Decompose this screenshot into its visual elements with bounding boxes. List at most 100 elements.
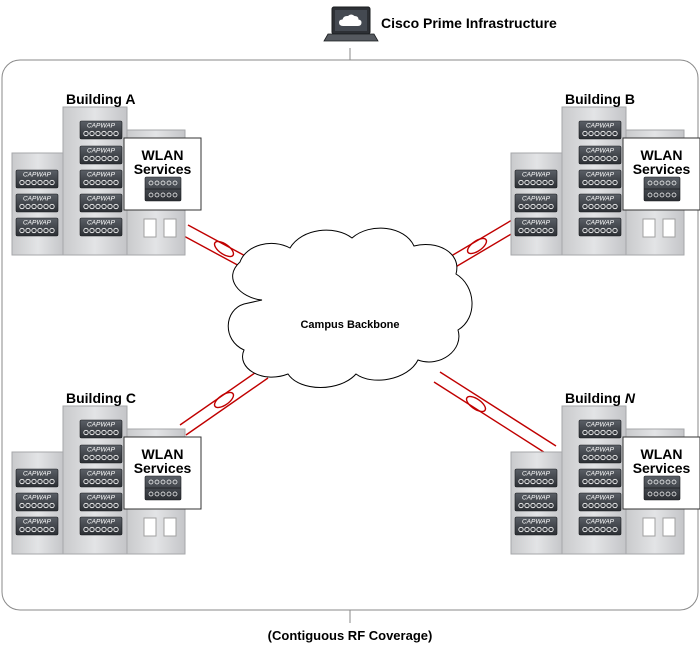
- capwap-label: CAPWAP: [522, 220, 551, 227]
- capwap-label: CAPWAP: [522, 519, 551, 526]
- access-point-icon: CAPWAP: [79, 516, 123, 536]
- building-n: CAPWAP CAPWAP CAPWAP CAPWAP CAPWAP CAPWAP CAPW…: [510, 390, 700, 555]
- capwap-label: CAPWAP: [522, 495, 551, 502]
- access-point-icon: CAPWAP: [79, 444, 123, 464]
- capwap-label: CAPWAP: [586, 196, 615, 203]
- building-label: Building A: [66, 91, 135, 107]
- access-point-icon: CAPWAP: [79, 492, 123, 512]
- building-a: CAPWAP CAPWAP CAPWAP CAPWAP CAPWAP CAPWAP CAPW…: [11, 91, 202, 256]
- access-point-icon: CAPWAP: [79, 217, 123, 237]
- access-point-icon: CAPWAP: [15, 169, 59, 189]
- capwap-label: CAPWAP: [23, 471, 52, 478]
- wlan-services-line1: WLAN: [641, 446, 683, 462]
- access-point-icon: CAPWAP: [578, 169, 622, 189]
- access-point-icon: CAPWAP: [514, 193, 558, 213]
- wlan-services-line1: WLAN: [142, 147, 184, 163]
- access-point-icon: CAPWAP: [15, 468, 59, 488]
- window: [143, 218, 157, 238]
- wlan-controller-icon: [144, 176, 182, 202]
- access-point-icon: CAPWAP: [79, 120, 123, 140]
- access-point-icon: CAPWAP: [79, 169, 123, 189]
- capwap-label: CAPWAP: [87, 148, 116, 155]
- capwap-label: CAPWAP: [87, 123, 116, 130]
- access-point-icon: CAPWAP: [514, 492, 558, 512]
- capwap-label: CAPWAP: [586, 422, 615, 429]
- access-point-icon: CAPWAP: [15, 193, 59, 213]
- capwap-label: CAPWAP: [23, 172, 52, 179]
- access-point-icon: CAPWAP: [578, 468, 622, 488]
- access-point-icon: CAPWAP: [79, 145, 123, 165]
- footer-caption: (Contiguous RF Coverage): [268, 628, 433, 643]
- access-point-icon: CAPWAP: [578, 516, 622, 536]
- access-point-icon: CAPWAP: [578, 120, 622, 140]
- capwap-label: CAPWAP: [23, 519, 52, 526]
- building-label: Building C: [66, 390, 136, 406]
- capwap-label: CAPWAP: [87, 196, 116, 203]
- capwap-label: CAPWAP: [87, 220, 116, 227]
- capwap-label: CAPWAP: [23, 220, 52, 227]
- capwap-label: CAPWAP: [522, 471, 551, 478]
- window: [662, 517, 676, 537]
- capwap-label: CAPWAP: [87, 172, 116, 179]
- building-label: Building N: [565, 390, 636, 406]
- wlan-controller-icon: [144, 475, 182, 501]
- capwap-label: CAPWAP: [87, 519, 116, 526]
- capwap-label: CAPWAP: [87, 447, 116, 454]
- capwap-label: CAPWAP: [87, 422, 116, 429]
- capwap-label: CAPWAP: [23, 495, 52, 502]
- capwap-label: CAPWAP: [586, 148, 615, 155]
- capwap-label: CAPWAP: [586, 172, 615, 179]
- access-point-icon: CAPWAP: [79, 193, 123, 213]
- capwap-label: CAPWAP: [586, 447, 615, 454]
- access-point-icon: CAPWAP: [578, 217, 622, 237]
- window: [163, 218, 177, 238]
- backbone-label: Campus Backbone: [300, 319, 399, 331]
- window: [662, 218, 676, 238]
- access-point-icon: CAPWAP: [578, 492, 622, 512]
- wlan-services-line1: WLAN: [142, 446, 184, 462]
- building-label-prefix: Building: [565, 390, 625, 406]
- access-point-icon: CAPWAP: [514, 217, 558, 237]
- building-c: CAPWAP CAPWAP CAPWAP CAPWAP CAPWAP CAPWAP CAPW…: [11, 390, 202, 555]
- laptop-cloud-icon: [323, 6, 379, 42]
- access-point-icon: CAPWAP: [514, 516, 558, 536]
- building-label-italic: N: [625, 390, 636, 406]
- building-label: Building B: [565, 91, 635, 107]
- access-point-icon: CAPWAP: [15, 217, 59, 237]
- capwap-label: CAPWAP: [586, 471, 615, 478]
- wlan-services-line2: Services: [134, 161, 192, 177]
- capwap-label: CAPWAP: [23, 196, 52, 203]
- capwap-label: CAPWAP: [522, 172, 551, 179]
- wlan-services-line2: Services: [633, 460, 691, 476]
- capwap-label: CAPWAP: [586, 123, 615, 130]
- capwap-label: CAPWAP: [87, 471, 116, 478]
- capwap-label: CAPWAP: [586, 519, 615, 526]
- wlan-controller-icon: [643, 475, 681, 501]
- wlan-services-line1: WLAN: [641, 147, 683, 163]
- window: [642, 218, 656, 238]
- capwap-label: CAPWAP: [586, 220, 615, 227]
- access-point-icon: CAPWAP: [578, 193, 622, 213]
- access-point-icon: CAPWAP: [15, 516, 59, 536]
- access-point-icon: CAPWAP: [79, 419, 123, 439]
- access-point-icon: CAPWAP: [514, 169, 558, 189]
- manager-title: Cisco Prime Infrastructure: [381, 15, 557, 31]
- wlan-controller-icon: [643, 176, 681, 202]
- capwap-label: CAPWAP: [522, 196, 551, 203]
- window: [143, 517, 157, 537]
- building-b: CAPWAP CAPWAP CAPWAP CAPWAP CAPWAP CAPWAP CAPW…: [510, 91, 700, 256]
- access-point-icon: CAPWAP: [79, 468, 123, 488]
- wlan-services-line2: Services: [633, 161, 691, 177]
- access-point-icon: CAPWAP: [578, 145, 622, 165]
- access-point-icon: CAPWAP: [514, 468, 558, 488]
- access-point-icon: CAPWAP: [578, 419, 622, 439]
- wlan-services-line2: Services: [134, 460, 192, 476]
- capwap-label: CAPWAP: [586, 495, 615, 502]
- access-point-icon: CAPWAP: [578, 444, 622, 464]
- cloud-icon: [227, 227, 473, 388]
- window: [642, 517, 656, 537]
- window: [163, 517, 177, 537]
- capwap-label: CAPWAP: [87, 495, 116, 502]
- access-point-icon: CAPWAP: [15, 492, 59, 512]
